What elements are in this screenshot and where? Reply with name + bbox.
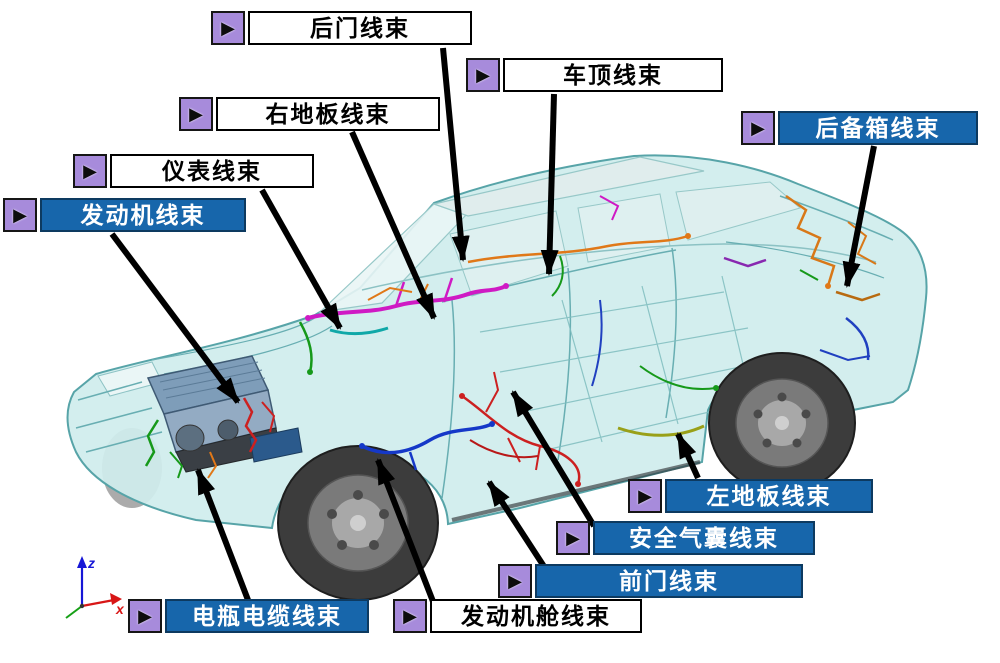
label-text-front-door: 前门线束 — [535, 564, 803, 598]
front-wheel — [277, 445, 439, 601]
label-engine-harness: ▶ 发动机线束 — [3, 197, 246, 233]
arrow-rear-door — [440, 47, 470, 262]
label-front-door-harness: ▶ 前门线束 — [498, 563, 803, 599]
pointer-icon: ▶ — [498, 564, 532, 598]
floor-harness-red — [461, 394, 581, 485]
label-text-trunk: 后备箱线束 — [778, 111, 978, 145]
pointer-icon: ▶ — [628, 479, 662, 513]
arrow-airbag — [510, 390, 597, 528]
arrow-engine — [109, 232, 241, 404]
arrow-left-floor — [675, 432, 701, 480]
roof-harness — [467, 234, 689, 264]
trunk-harness-orange — [785, 194, 836, 287]
pointer-icon: ▶ — [556, 521, 590, 555]
pointer-icon: ▶ — [741, 111, 775, 145]
label-airbag-harness: ▶ 安全气囊线束 — [556, 520, 815, 556]
arrow-front-door — [486, 480, 548, 570]
arrow-right-floor — [349, 130, 437, 320]
axis-x-label: x — [115, 601, 125, 617]
label-text-rear-door: 后门线束 — [248, 11, 472, 45]
pointer-icon: ▶ — [393, 599, 427, 633]
body-structure-lines — [75, 195, 894, 499]
label-text-airbag: 安全气囊线束 — [593, 521, 815, 555]
label-text-right-floor: 右地板线束 — [216, 97, 440, 131]
arrow-engine-bay — [375, 458, 437, 606]
label-battery-cable-harness: ▶ 电瓶电缆线束 — [128, 598, 369, 634]
label-text-left-floor: 左地板线束 — [665, 479, 873, 513]
front-floor-harness-blue — [361, 422, 493, 455]
engine-assembly — [144, 355, 303, 479]
arrow-instrument — [259, 188, 343, 330]
axis-triad: z x — [65, 555, 125, 619]
pointer-icon: ▶ — [179, 97, 213, 131]
axis-z-label: z — [87, 555, 95, 571]
pointer-icon: ▶ — [466, 58, 500, 92]
label-engine-bay-harness: ▶ 发动机舱线束 — [393, 598, 642, 634]
label-trunk-harness: ▶ 后备箱线束 — [741, 110, 978, 146]
pointer-icon: ▶ — [3, 198, 37, 232]
arrow-roof — [540, 93, 559, 276]
label-text-roof: 车顶线束 — [503, 58, 723, 92]
label-text-engine: 发动机线束 — [40, 198, 246, 232]
pointer-arrows — [109, 47, 877, 606]
arrow-trunk — [842, 145, 877, 288]
pointer-icon: ▶ — [73, 154, 107, 188]
label-text-battery-cable: 电瓶电缆线束 — [165, 599, 369, 633]
label-left-floor-harness: ▶ 左地板线束 — [628, 478, 873, 514]
label-text-instrument: 仪表线束 — [110, 154, 314, 188]
rear-wheel — [708, 352, 856, 494]
cowl-harness-teal — [329, 326, 389, 336]
pointer-icon: ▶ — [128, 599, 162, 633]
label-text-engine-bay: 发动机舱线束 — [430, 599, 642, 633]
pointer-icon: ▶ — [211, 11, 245, 45]
wiring-harnesses — [298, 194, 881, 487]
label-instrument-harness: ▶ 仪表线束 — [73, 153, 314, 189]
arrow-battery-cable — [195, 468, 251, 602]
label-roof-harness: ▶ 车顶线束 — [466, 57, 723, 93]
connector-dots — [305, 233, 831, 487]
label-rear-door-harness: ▶ 后门线束 — [211, 10, 472, 46]
front-door-window — [449, 210, 569, 297]
rear-windshield — [675, 181, 802, 241]
label-right-floor-harness: ▶ 右地板线束 — [179, 96, 440, 132]
left-sill-harness — [617, 424, 705, 437]
